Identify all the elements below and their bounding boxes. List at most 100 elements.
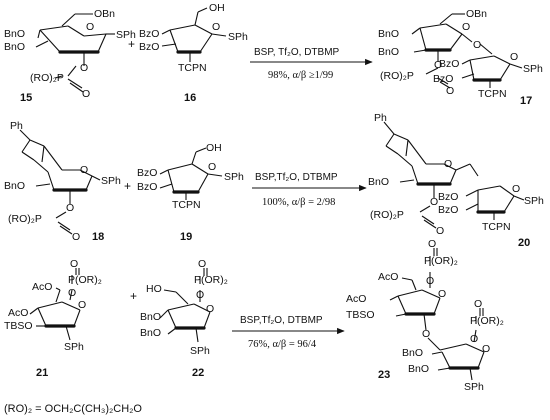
compound-22: O P(OR)₂ HO O BnO BnO O SPh 22 — [140, 258, 228, 379]
pyranose-ring — [159, 147, 223, 200]
bzo-label-2: BzO — [139, 41, 159, 53]
mannose-ring — [29, 268, 81, 341]
bzo-label: BzO — [139, 28, 159, 40]
bno-label: BnO — [378, 28, 399, 40]
plus-sign-3: + — [130, 289, 137, 303]
phosphate-label: P(OR)₂ — [194, 274, 228, 286]
bno-label-2: BnO — [4, 41, 25, 53]
ph-label: Ph — [10, 120, 23, 132]
reaction-yield-3: 76%, α/β = 96/4 — [248, 339, 317, 350]
oh-label: OH — [206, 142, 222, 154]
compound-number-22: 22 — [192, 367, 204, 379]
tcpn-label: TCPN — [478, 88, 507, 100]
phosphate-label-2: P(OR)₂ — [470, 315, 504, 327]
reaction-yield-1: 98%, α/β ≥1/99 — [268, 70, 333, 81]
ring-o-label-2: O — [510, 51, 518, 63]
bzo-label-2: BzO — [137, 181, 157, 193]
reaction-arrow-2: BSP,Tf₂O, DTBMP 100%, α/β = 2/98 — [252, 172, 367, 208]
ro2p-label: (RO)₂P — [370, 209, 404, 221]
obn-label: OBn — [94, 8, 115, 20]
bzo-label: BzO — [439, 58, 459, 70]
o-label: O — [80, 62, 88, 74]
reaction-yield-2: 100%, α/β = 2/98 — [262, 197, 335, 208]
reaction-arrow-1: BSP, Tf₂O, DTBMP 98%, α/β ≥1/99 — [250, 47, 373, 81]
dimannoside-rings — [389, 248, 485, 381]
o-label: O — [66, 202, 74, 214]
compound-number-17: 17 — [520, 95, 532, 107]
reaction-arrow-3: BSP,Tf₂O, DTBMP 76%, α/β = 96/4 — [232, 315, 345, 350]
o-label-2: O — [470, 333, 478, 345]
ring-o-label: O — [80, 164, 88, 176]
ring-o-label: O — [444, 158, 452, 170]
bno-label: BnO — [4, 180, 25, 192]
ro2p-label: (RO)₂P — [8, 213, 42, 225]
pyranose-ring — [161, 7, 227, 62]
compound-number-16: 16 — [184, 92, 196, 104]
po-label: O — [72, 231, 80, 243]
aco-label: AcO — [32, 281, 52, 293]
compound-19: OH BzO BzO O SPh TCPN 19 — [137, 142, 244, 243]
sph-label: SPh — [524, 195, 544, 207]
compound-number-19: 19 — [180, 231, 192, 243]
disaccharide-rings — [411, 13, 523, 89]
bno-label: BnO — [402, 347, 423, 359]
aco-label-2: AcO — [8, 307, 28, 319]
bno-label: BnO — [4, 28, 25, 40]
sph-label: SPh — [228, 31, 248, 43]
bno-label: BnO — [368, 176, 389, 188]
sph-label: SPh — [464, 381, 484, 393]
compound-15: OBn BnO BnO O SPh O (RO)₂P O 15 — [4, 8, 136, 104]
compound-16: OH BzO BzO O SPh TCPN 16 — [139, 2, 248, 104]
bno-label-2: BnO — [378, 46, 399, 58]
o-label: O — [434, 59, 442, 71]
po-label-2: O — [474, 298, 482, 310]
aco-label-2: AcO — [346, 293, 366, 305]
compound-number-15: 15 — [20, 92, 32, 104]
ring-o-label: O — [206, 303, 214, 315]
compound-number-20: 20 — [518, 237, 530, 249]
compound-18: Ph BnO O SPh O (RO)₂P O 18 — [4, 120, 121, 243]
ring-o-label: O — [78, 299, 86, 311]
bno-label: BnO — [140, 311, 161, 323]
sph-label: SPh — [116, 29, 136, 41]
bno-label-2: BnO — [140, 327, 161, 339]
obn-label: OBn — [466, 8, 487, 20]
po-label: O — [82, 88, 90, 100]
plus-sign-2: + — [124, 179, 131, 193]
mannose-ring — [159, 268, 211, 343]
ro2-definition: (RO)₂ = OCH₂C(CH₃)₂CH₂O — [4, 403, 142, 415]
sph-label: SPh — [523, 63, 543, 75]
phosphate-label: P(OR)₂ — [68, 274, 102, 286]
disaccharide-rings — [383, 121, 525, 229]
ring-o-label: O — [438, 288, 446, 300]
compound-number-23: 23 — [378, 369, 390, 381]
oh-label: OH — [209, 2, 225, 14]
compound-17: OBn BnO BnO O O O (RO)₂P O BzO BzO O SPh… — [378, 8, 543, 107]
ring-o-label: O — [462, 21, 470, 33]
compound-20: Ph BnO O O (RO)₂P O BzO BzO O SPh TCPN 2… — [368, 112, 544, 249]
ro2p-label: (RO)₂P — [30, 72, 64, 84]
ho-label: HO — [146, 283, 162, 295]
compound-23: O P(OR)₂ AcO AcO TBSO O O O O P(OR)₂ O O… — [346, 238, 504, 393]
ro2p-label: (RO)₂P — [380, 70, 414, 82]
ph-label: Ph — [374, 112, 387, 124]
o-label: O — [426, 275, 434, 287]
reaction-conditions-1: BSP, Tf₂O, DTBMP — [254, 47, 340, 58]
ring-o-label: O — [208, 161, 216, 173]
compound-21: O P(OR)₂ AcO O AcO TBSO O SPh 21 — [4, 258, 102, 379]
tbso-label: TBSO — [346, 309, 375, 321]
pyranose-ring — [35, 13, 115, 93]
bzo-label-2: BzO — [438, 204, 458, 216]
tcpn-label: TCPN — [178, 62, 207, 74]
plus-sign-1: + — [128, 37, 135, 51]
po-label: O — [436, 225, 444, 237]
ring-o-label: O — [212, 21, 220, 33]
link-o-label: O — [473, 39, 481, 51]
benzylidene-pyranose — [19, 129, 101, 235]
bzo-label-2: BzO — [433, 73, 453, 85]
ring-o-label-2: O — [482, 343, 490, 355]
bzo-label: BzO — [438, 191, 458, 203]
compound-number-18: 18 — [92, 231, 104, 243]
po-label: O — [198, 258, 206, 270]
